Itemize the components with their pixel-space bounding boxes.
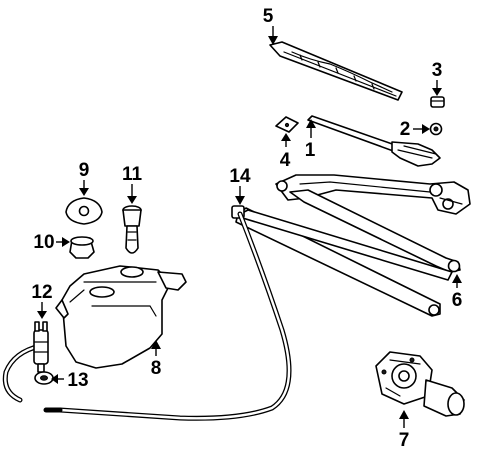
callout-3: 3 — [432, 60, 443, 96]
callout-8: 8 — [151, 340, 162, 379]
callout-7: 7 — [399, 410, 410, 451]
callout-label-5: 5 — [263, 6, 274, 27]
callout-label-1: 1 — [305, 140, 316, 161]
callout-6: 6 — [452, 274, 463, 311]
callout-label-7: 7 — [399, 430, 410, 451]
washer-pump — [33, 321, 49, 373]
callout-label-14: 14 — [229, 166, 251, 187]
callout-label-3: 3 — [432, 60, 443, 81]
wiper-linkage — [275, 174, 471, 273]
wiper-motor — [375, 351, 465, 417]
filler-neck — [122, 205, 142, 254]
callout-14: 14 — [229, 166, 251, 205]
linkage-rod — [231, 205, 453, 317]
callout-label-9: 9 — [79, 160, 90, 181]
callout-12: 12 — [31, 282, 53, 319]
callout-4: 4 — [280, 133, 291, 171]
washer-hose — [2, 211, 292, 421]
nut — [429, 122, 443, 136]
callout-label-2: 2 — [400, 119, 411, 140]
callout-label-6: 6 — [452, 290, 463, 311]
callout-label-11: 11 — [122, 164, 143, 185]
callout-label-10: 10 — [33, 232, 54, 253]
callout-10: 10 — [33, 232, 70, 253]
clip — [275, 116, 299, 133]
callout-1: 1 — [305, 119, 316, 161]
callout-label-12: 12 — [31, 282, 52, 303]
reservoir-cap — [65, 197, 103, 225]
callout-11: 11 — [122, 164, 143, 204]
pump-seal — [34, 371, 54, 385]
wiper-arm — [307, 115, 441, 167]
washer-reservoir — [55, 265, 187, 369]
callout-label-8: 8 — [151, 358, 162, 379]
callout-9: 9 — [79, 160, 90, 196]
grommet — [69, 236, 95, 259]
wiper-blade — [269, 41, 403, 101]
callout-label-4: 4 — [280, 150, 291, 171]
callout-5: 5 — [263, 6, 278, 45]
nut-cap — [430, 96, 445, 108]
callout-label-13: 13 — [67, 370, 88, 391]
callout-2: 2 — [400, 119, 430, 140]
callout-13: 13 — [51, 370, 89, 391]
